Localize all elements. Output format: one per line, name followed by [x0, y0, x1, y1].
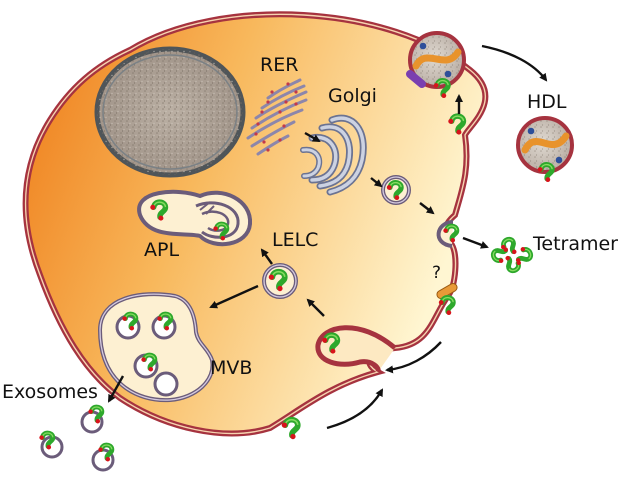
label-rer: RER	[260, 54, 298, 76]
arrow-vesicle-to-membrane	[419, 202, 435, 215]
apl-organelle	[137, 189, 253, 246]
membrane-transporter	[436, 283, 458, 299]
hdl-particle-free	[516, 116, 574, 182]
pathway-arrows	[107, 44, 548, 430]
arrow-membrane-to-pocket	[385, 341, 442, 374]
label-lelc: LELC	[272, 229, 318, 251]
label-golgi: Golgi	[328, 85, 377, 107]
mvb-organelle	[97, 292, 215, 403]
arrow-to-tetramer	[462, 236, 489, 249]
arrow-hdl-release	[481, 44, 548, 82]
arrow-lelc-to-mvb	[209, 284, 259, 309]
arrow-pocket-to-lelc	[306, 298, 325, 317]
arrow-surface-to-membrane	[326, 388, 384, 430]
tetramer-complex	[492, 238, 533, 273]
exosome-3	[91, 445, 115, 472]
arrow-rer-to-golgi	[304, 131, 321, 143]
golgi-apparatus	[300, 114, 367, 196]
label-unknown-transporter: ?	[432, 263, 441, 283]
hdl-particle-bound	[406, 31, 466, 98]
fusing-vesicle	[436, 220, 457, 248]
lelc-vesicle	[262, 263, 298, 299]
label-hdl: HDL	[527, 91, 567, 113]
arrow-lelc-to-apl	[260, 248, 273, 265]
label-apl: APL	[144, 239, 179, 261]
golgi-vesicle	[381, 175, 411, 205]
exosome-2	[39, 433, 64, 459]
label-tetramer: Tetramer	[532, 233, 618, 255]
rough-er-ribosomes	[254, 82, 298, 152]
arrow-mvb-to-exosomes	[107, 375, 125, 403]
label-mvb: MVB	[210, 357, 252, 379]
arrow-golgi-to-vesicle	[370, 177, 383, 188]
surface-protein-bottom	[282, 420, 298, 440]
label-exosomes: Exosomes	[2, 381, 98, 403]
exosome-1	[80, 407, 102, 434]
